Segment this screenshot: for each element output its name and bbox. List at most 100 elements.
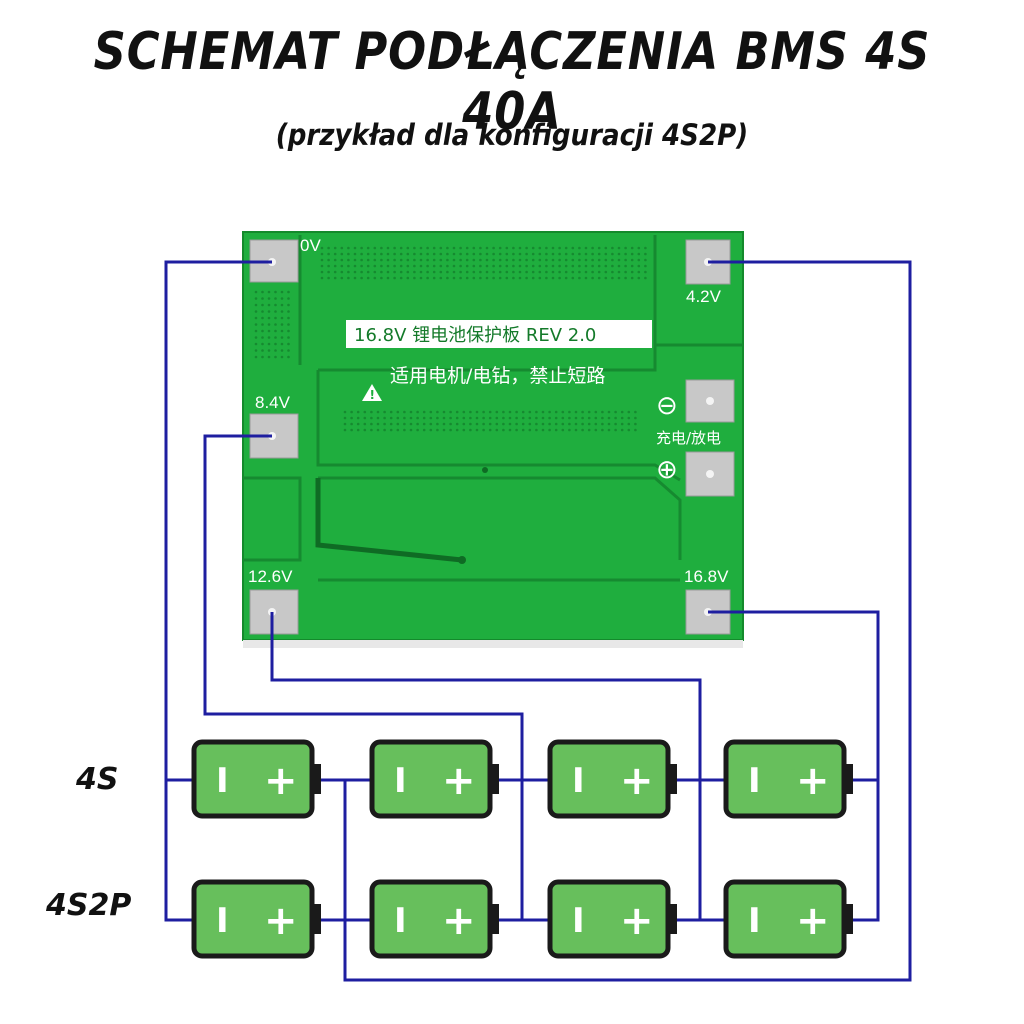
via-dot <box>363 428 367 432</box>
via-dot <box>350 422 353 426</box>
via-dot <box>386 264 390 268</box>
via-dot <box>386 252 390 256</box>
via-dot <box>630 270 634 274</box>
page-title: SCHEMAT PODŁĄCZENIA BMS 4S 40A <box>93 22 931 142</box>
via-dot <box>261 329 264 333</box>
pcb-edge-shadow <box>243 640 743 648</box>
via-dot <box>607 422 611 426</box>
via-dot <box>571 264 575 268</box>
via-dot <box>587 416 591 420</box>
via-dot <box>620 416 624 420</box>
via-dot <box>492 258 495 262</box>
via-dot <box>347 264 350 268</box>
battery-terminal <box>490 904 499 934</box>
board-title: 16.8V 锂电池保护板 REV 2.0 <box>354 325 596 346</box>
via-dot <box>554 422 558 426</box>
via-dot <box>505 264 509 268</box>
via-dot <box>267 323 271 326</box>
via-dot <box>564 246 568 250</box>
via-dot <box>584 252 588 256</box>
via-dot <box>465 252 469 256</box>
via-dot <box>604 276 608 280</box>
via-dot <box>594 428 598 432</box>
via-dot <box>422 422 426 426</box>
via-dot <box>254 303 258 307</box>
battery-cell: I+ <box>547 739 677 819</box>
via-dot <box>525 264 528 268</box>
via-dot <box>495 422 499 426</box>
via-dot <box>545 246 548 250</box>
via-dot <box>485 252 489 256</box>
via-dot <box>439 252 443 256</box>
via-dot <box>604 246 608 250</box>
via-dot <box>455 410 459 414</box>
via-dot <box>571 276 575 280</box>
via-dot <box>254 316 258 320</box>
via-dot <box>525 246 528 250</box>
via-dot <box>531 252 535 256</box>
battery-terminal <box>490 764 499 794</box>
via-dot <box>515 428 518 432</box>
warning-icon <box>362 384 382 401</box>
via-dot <box>356 428 360 432</box>
via-dot <box>280 323 284 326</box>
via-dot <box>413 270 416 274</box>
via-dot <box>584 264 588 268</box>
via-dot <box>320 276 324 280</box>
page-subtitle: (przykład dla konfiguracji 4S2P) <box>275 118 749 152</box>
battery-cell: I+ <box>547 879 677 959</box>
via-dot <box>482 410 485 414</box>
battery-cell: I+ <box>191 739 321 819</box>
battery-terminal <box>844 904 853 934</box>
via-dot <box>568 410 571 414</box>
via-dot <box>634 428 637 432</box>
via-dot <box>644 276 647 280</box>
via-dot <box>498 276 502 280</box>
via-dot <box>614 422 617 426</box>
via-dot <box>607 410 611 414</box>
via-dot <box>343 416 347 420</box>
via-dot <box>591 246 594 250</box>
via-dot <box>267 316 271 320</box>
via-dot <box>376 422 380 426</box>
via-dot <box>261 310 264 313</box>
via-dot <box>538 252 542 256</box>
via-dot <box>591 258 594 262</box>
via-dot <box>366 252 370 256</box>
via-dot <box>432 264 436 268</box>
via-field-top <box>320 246 647 280</box>
minus-symbol: ⊖ <box>656 391 678 421</box>
via-dot <box>373 264 377 268</box>
via-dot <box>634 410 637 414</box>
via-dot <box>475 410 479 414</box>
via-dot <box>413 246 416 250</box>
via-dot <box>287 303 290 307</box>
via-dot <box>578 252 581 256</box>
via-dot <box>535 416 538 420</box>
via-dot <box>426 276 429 280</box>
via-dot <box>624 258 627 262</box>
via-dot <box>439 264 443 268</box>
via-dot <box>393 270 396 274</box>
via-dot <box>409 428 413 432</box>
via-dot <box>261 336 264 339</box>
via-dot <box>594 410 598 414</box>
via-dot <box>554 428 558 432</box>
via-dot <box>469 416 472 420</box>
battery-minus-mark: I <box>572 901 585 941</box>
via-dot <box>413 276 416 280</box>
via-dot <box>350 428 353 432</box>
via-dot <box>360 252 363 256</box>
via-dot <box>287 310 290 313</box>
via-dot <box>469 428 472 432</box>
via-dot <box>353 276 357 280</box>
pad-hole <box>706 397 714 405</box>
via-dot <box>380 258 383 262</box>
battery-minus-mark: I <box>394 901 407 941</box>
via-dot <box>578 258 581 262</box>
via-dot <box>406 264 410 268</box>
charge-discharge-label: 充电/放电 <box>656 429 721 447</box>
via-dot <box>472 252 476 256</box>
via-dot <box>465 264 469 268</box>
via-dot <box>261 316 264 320</box>
